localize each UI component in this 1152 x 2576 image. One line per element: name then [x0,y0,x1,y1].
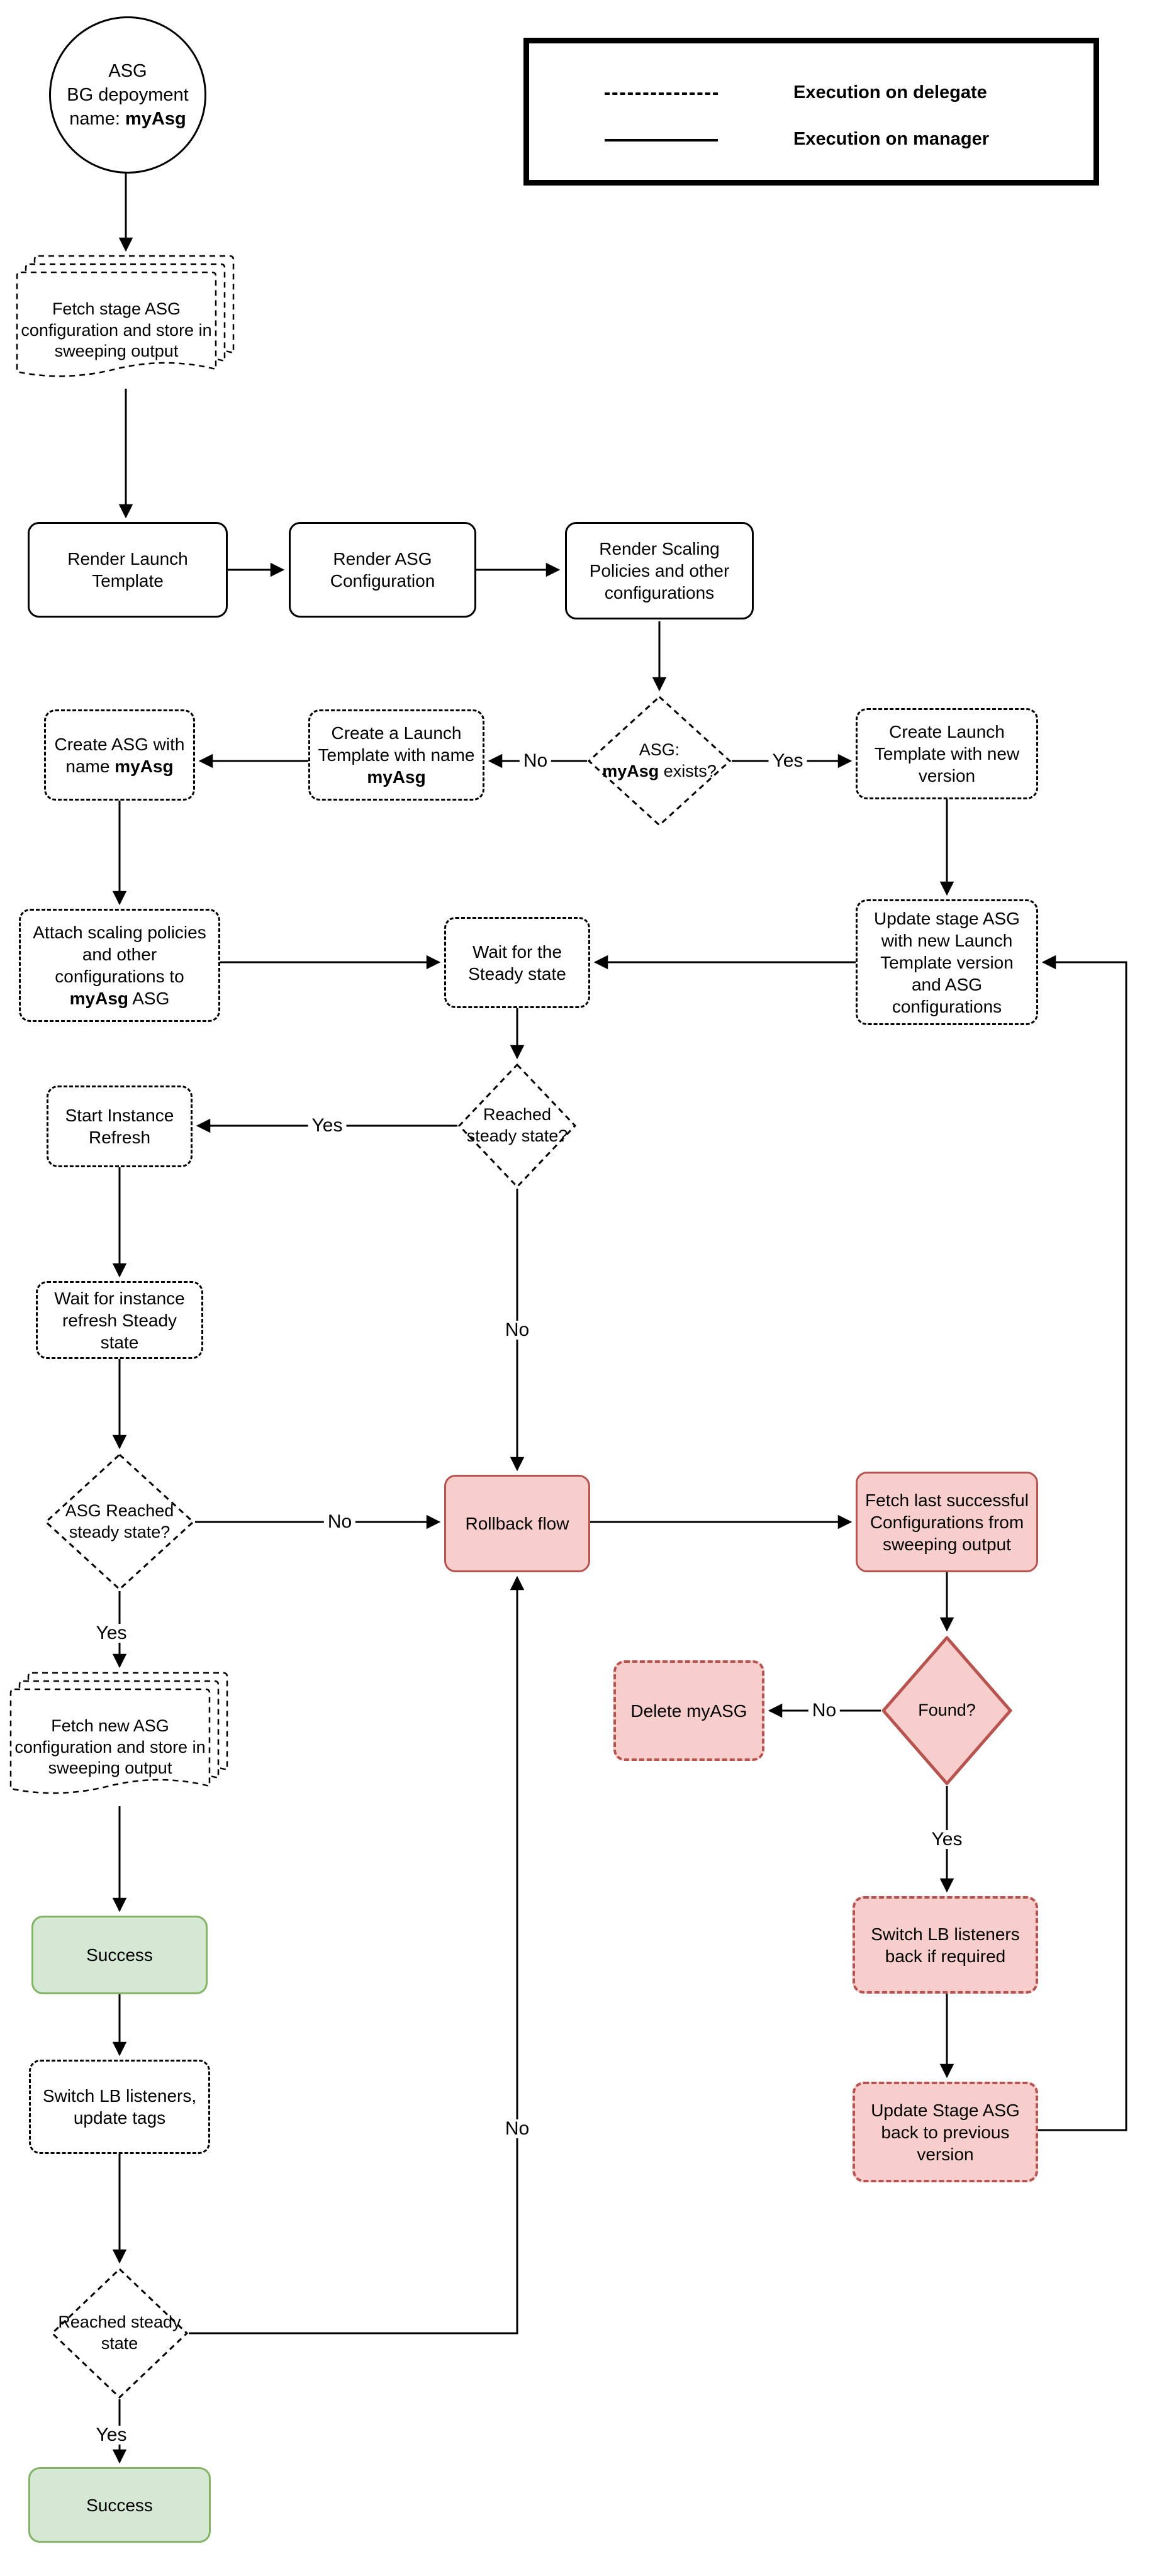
legend-solid-line-sample [605,139,718,142]
node-fetch-new-asg-doc: Fetch new ASG configuration and store in… [9,1672,230,1807]
node-fetch-stage-label: Fetch stage ASG configuration and store … [21,299,212,361]
node-fetch-last-successful: Fetch last successful Configurations fro… [856,1472,1038,1572]
edge-reached2-no-rollback [189,1575,525,2334]
legend: Execution on delegate Execution on manag… [523,38,1099,186]
node-create-launch-template-myasg: Create a Launch Template with name myAsg [308,709,484,801]
edge-label-no-reached: No [501,1321,534,1340]
decision-asg-reached-label: ASG Reached steady state? [65,1501,174,1541]
node-delete-myasg: Delete myASG [613,1660,764,1761]
node-create-launch-template-new-version: Create Launch Template with new version [856,708,1038,799]
decision-asg-exists: ASG:myAsg exists? [587,695,732,827]
node-fetch-new-asg-label: Fetch new ASG configuration and store in… [14,1716,206,1778]
node-start-instance-refresh: Start Instance Refresh [47,1085,193,1167]
node-render-launch-template: Render Launch Template [28,522,228,618]
decision-reached-steady-state-label: Reached steady state? [466,1105,568,1145]
edge-label-no-asg-exists: No [519,752,552,770]
node-switch-lb-back: Switch LB listeners back if required [853,1896,1038,1994]
legend-label-manager: Execution on manager [793,129,990,149]
node-update-stage-back: Update Stage ASG back to previous versio… [853,2082,1038,2182]
decision-reached2-label: Reached steady state [58,2312,181,2353]
decision-asg-reached-steady-state: ASG Reached steady state? [44,1453,195,1591]
edge-label-yes-found: Yes [927,1830,966,1849]
node-attach-scaling-policies: Attach scaling policies and other config… [19,909,220,1022]
edge-label-no-asg-reached: No [323,1513,356,1531]
edge-label-no-reached2: No [501,2119,534,2138]
decision-asg-exists-label: ASG:myAsg exists? [602,740,717,780]
node-render-asg-configuration: Render ASG Configuration [289,522,476,618]
decision-reached-steady-state: Reached steady state? [457,1063,577,1189]
edge-label-yes-reached2: Yes [92,2426,131,2445]
node-wait-steady-state: Wait for the Steady state [444,917,590,1008]
node-success-2: Success [28,2467,211,2543]
legend-label-delegate: Execution on delegate [793,82,987,103]
legend-dashed-line-sample [605,92,718,95]
decision-found-label: Found? [918,1701,976,1720]
decision-reached-steady-state-2: Reached steady state [50,2267,189,2399]
edge-label-yes-asg-exists: Yes [768,752,807,770]
edge-label-no-found: No [808,1701,841,1720]
edge-label-yes-reached: Yes [308,1116,347,1135]
node-success-1: Success [31,1916,208,1994]
decision-found: Found? [881,1635,1013,1786]
node-fetch-stage-doc: Fetch stage ASG configuration and store … [16,255,236,390]
edge-update-back-to-update-stage [1038,955,1127,2131]
node-render-scaling-policies: Render Scaling Policies and other config… [565,522,754,619]
node-switch-lb-listeners: Switch LB listeners, update tags [29,2060,210,2154]
node-create-asg: Create ASG with name myAsg [44,709,195,801]
node-update-stage-asg: Update stage ASG with new Launch Templat… [856,899,1038,1025]
node-wait-instance-refresh: Wait for instance refresh Steady state [36,1281,203,1359]
edge-label-yes-asg-reached: Yes [92,1624,131,1643]
node-rollback-flow: Rollback flow [444,1475,590,1572]
